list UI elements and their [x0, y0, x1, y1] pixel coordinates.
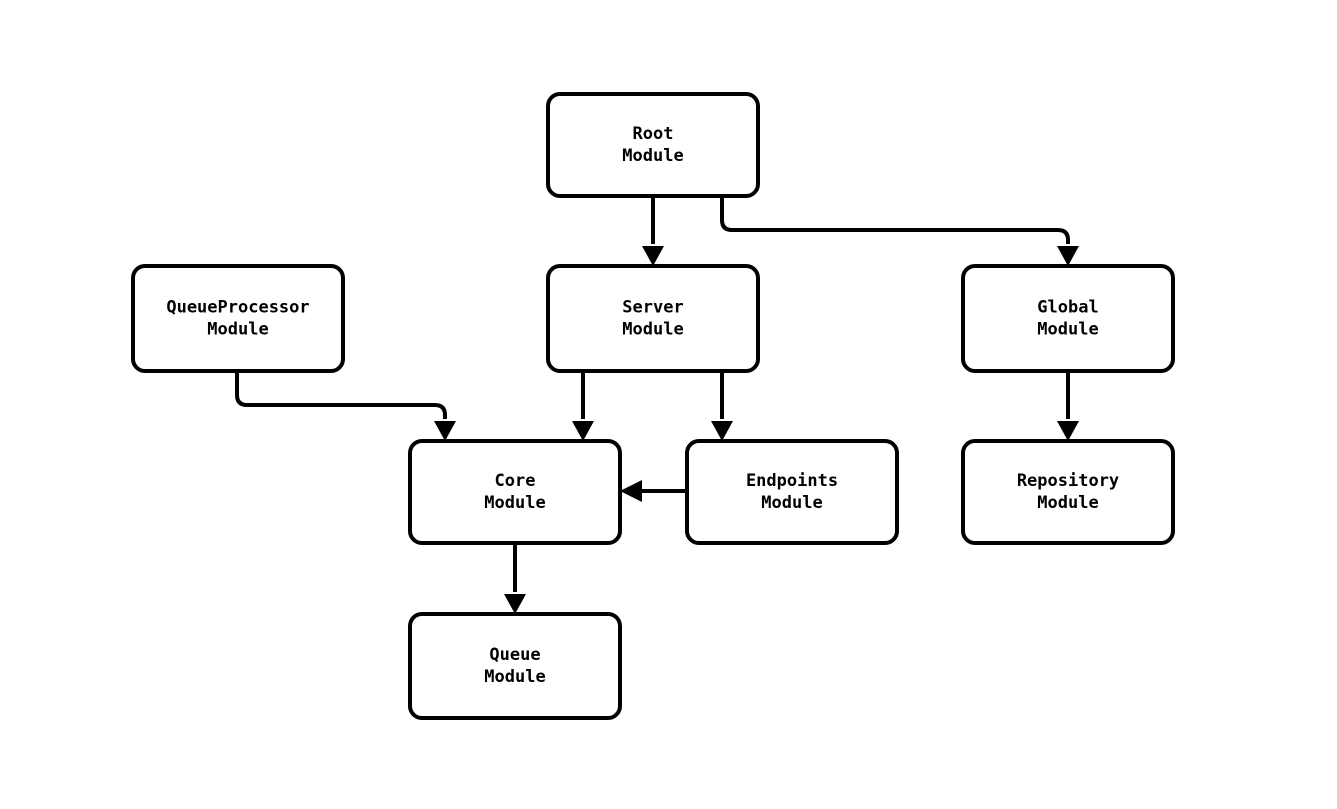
- edges-layer: [235, 196, 1079, 614]
- edge-arrowhead: [504, 594, 526, 614]
- edge-arrowhead: [1057, 246, 1079, 266]
- node-box[interactable]: [408, 612, 622, 720]
- edge-core-to-queue: [504, 543, 526, 614]
- node-box[interactable]: [685, 439, 899, 545]
- node-label-line1: Core: [495, 471, 536, 491]
- node-label-line1: Global: [1037, 298, 1098, 318]
- node-label-line1: QueueProcessor: [166, 298, 309, 318]
- node-label-line2: Module: [1037, 320, 1098, 340]
- edge-arrowhead: [711, 421, 733, 441]
- node-box[interactable]: [546, 264, 760, 373]
- node-label-line2: Module: [622, 146, 683, 166]
- edge-root-to-server: [642, 196, 664, 266]
- node-box[interactable]: [961, 439, 1175, 545]
- node-label-line2: Module: [484, 667, 545, 687]
- edge-line: [720, 196, 1070, 244]
- edge-arrowhead: [642, 246, 664, 266]
- node-box[interactable]: [961, 264, 1175, 373]
- edge-global-to-repository: [1057, 371, 1079, 441]
- node-label-line1: Endpoints: [746, 471, 838, 491]
- edge-arrowhead: [572, 421, 594, 441]
- edge-line: [235, 371, 447, 419]
- node-label-line2: Module: [761, 493, 822, 513]
- edge-arrowhead: [620, 480, 642, 502]
- edge-queueprocessor-to-core: [235, 371, 456, 441]
- node-label-line2: Module: [622, 320, 683, 340]
- edge-arrowhead: [1057, 421, 1079, 441]
- node-box[interactable]: [546, 92, 760, 198]
- node-label-line1: Server: [622, 298, 683, 318]
- node-label-line2: Module: [207, 320, 268, 340]
- edge-arrowhead: [434, 421, 456, 441]
- node-label-line1: Queue: [489, 645, 540, 665]
- edge-server-to-endpoints: [711, 371, 733, 441]
- node-label-line1: Repository: [1017, 471, 1119, 491]
- node-label-line2: Module: [1037, 493, 1098, 513]
- node-box[interactable]: [131, 264, 345, 373]
- edge-root-to-global: [720, 196, 1079, 266]
- node-label-line1: Root: [633, 124, 674, 144]
- edge-server-to-core: [572, 371, 594, 441]
- nodes-layer: RootModuleQueueProcessorModuleServerModu…: [131, 92, 1175, 720]
- node-label-line2: Module: [484, 493, 545, 513]
- edge-endpoints-to-core: [620, 480, 687, 502]
- node-box[interactable]: [408, 439, 622, 545]
